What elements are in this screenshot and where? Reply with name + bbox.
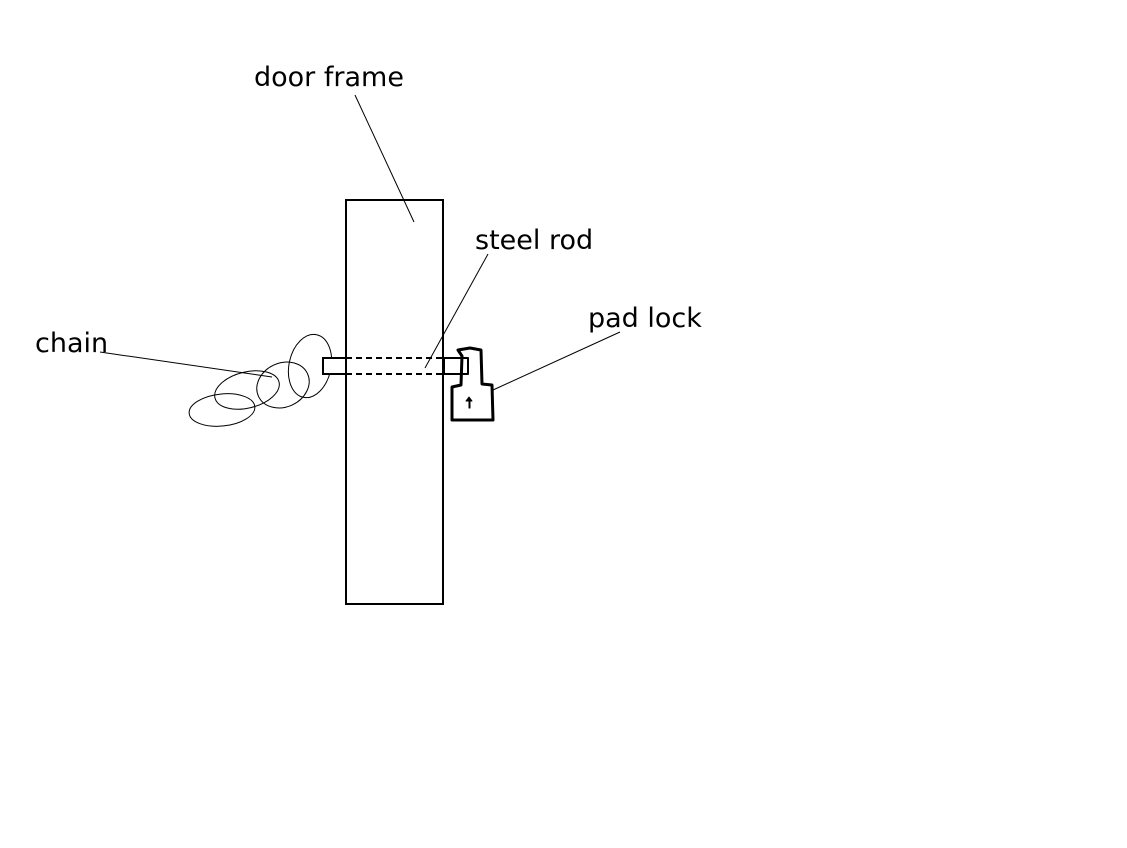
leader-lines bbox=[99, 94, 621, 391]
steel-rod-outer bbox=[322, 357, 347, 375]
leader-door-frame bbox=[354, 94, 415, 223]
leader-chain bbox=[99, 351, 273, 378]
chain bbox=[188, 333, 333, 427]
leader-pad-lock bbox=[492, 331, 621, 391]
chain-link bbox=[188, 393, 256, 427]
label-pad-lock: pad lock bbox=[588, 303, 702, 334]
leader-steel-rod bbox=[424, 253, 489, 369]
label-door-frame: door frame bbox=[254, 62, 404, 93]
label-chain: chain bbox=[35, 328, 108, 359]
steel-rod bbox=[322, 357, 460, 375]
pad-lock bbox=[443, 346, 495, 422]
label-steel-rod: steel rod bbox=[475, 225, 593, 256]
steel-rod-end bbox=[443, 357, 469, 375]
chain-link bbox=[214, 370, 280, 410]
keyhole-icon bbox=[465, 396, 473, 409]
pad-lock-body bbox=[450, 346, 495, 422]
door-frame bbox=[345, 199, 444, 605]
chain-link bbox=[256, 361, 310, 409]
